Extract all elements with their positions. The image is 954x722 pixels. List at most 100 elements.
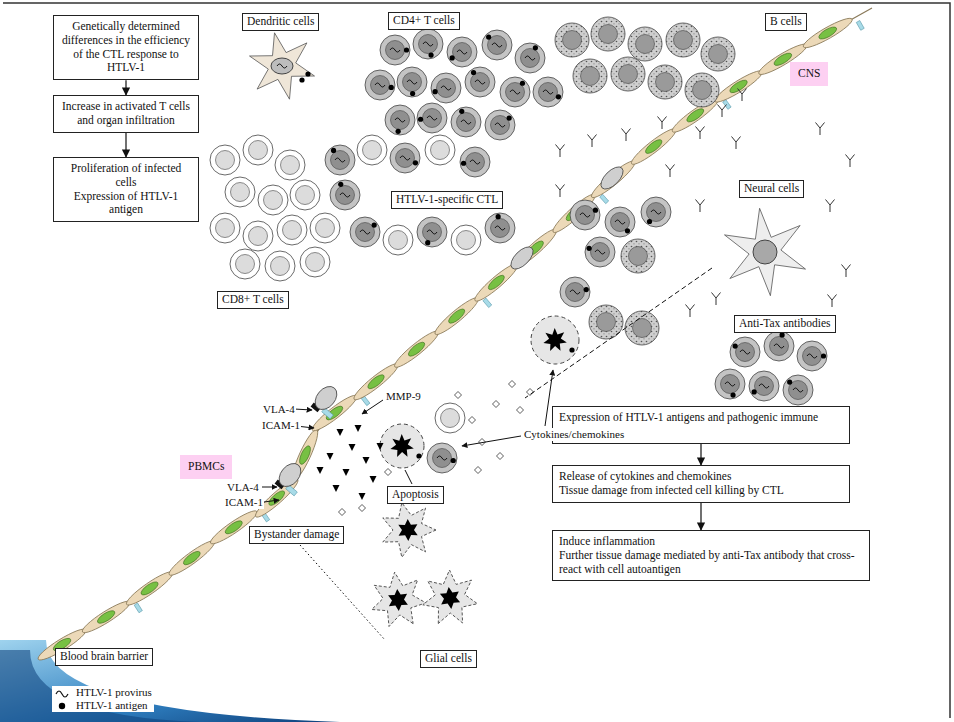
fragmented-nucleus [390, 434, 413, 457]
cell-nucleus [770, 337, 789, 356]
molecule-label: MMP-9 [385, 390, 422, 403]
migrating-cell [275, 459, 306, 490]
mmp9-symbol [349, 444, 356, 451]
cell-body [380, 424, 424, 468]
cell-body [413, 29, 443, 59]
cell-nucleus [576, 206, 595, 225]
lymphocyte [591, 17, 625, 51]
cytokine-symbol [455, 392, 462, 399]
cell-label: CD4+ T cells [388, 12, 460, 30]
cell-nucleus [249, 141, 268, 160]
antibody-symbol [816, 123, 825, 136]
cell-nucleus [231, 183, 250, 202]
neuron-body [725, 208, 806, 295]
cell-body [533, 77, 563, 107]
cell-body [365, 70, 395, 100]
cell-nucleus [597, 313, 616, 332]
endothelial-body [588, 157, 638, 201]
lymphocyte [390, 143, 420, 173]
provirus-symbol [375, 83, 385, 87]
molecule-label: VLA-4 [262, 403, 296, 416]
cell-nucleus [391, 111, 410, 130]
cell-body [431, 73, 461, 103]
cell-label: Glial cells [420, 650, 477, 668]
lymphocyte [482, 30, 512, 60]
cell-body [417, 217, 447, 247]
antigen-dot [787, 379, 792, 384]
mmp9-symbol [355, 425, 362, 432]
endothelial-nucleus [447, 307, 467, 326]
cell-body [243, 221, 273, 251]
provirus-symbol [475, 80, 485, 84]
node-text: Tissue damage from infected cell killing… [559, 484, 843, 498]
provirus-symbol [427, 230, 437, 234]
cell-nucleus [466, 153, 485, 172]
antibody-symbol [738, 89, 747, 102]
cell-nucleus [216, 151, 235, 170]
antibody-symbol [696, 127, 705, 140]
lymphocyte [417, 103, 447, 133]
cell-body [485, 110, 515, 140]
antibody-symbol [686, 305, 695, 318]
apoptotic-cell [380, 424, 424, 468]
leader-line [294, 409, 312, 410]
lymphocyte [230, 249, 260, 279]
cell-nucleus [693, 81, 712, 100]
cell-nucleus [423, 223, 442, 242]
mmp9-symbol [317, 467, 324, 474]
lymphocyte [427, 443, 457, 473]
cytokine-symbol [475, 467, 482, 474]
lymphocyte [764, 331, 794, 361]
provirus-symbol [495, 226, 505, 230]
antigen-dot [404, 47, 409, 52]
provirus-symbol [492, 43, 502, 47]
lymphocyte [447, 37, 477, 67]
endothelial-cell [123, 568, 175, 609]
cell-nucleus [316, 219, 335, 238]
lymphocyte [380, 35, 410, 65]
cell-nucleus [264, 191, 283, 210]
provirus-symbol [457, 50, 467, 54]
lymphocyte [533, 77, 563, 107]
lymphocyte [330, 180, 360, 210]
cell-body [648, 65, 682, 99]
provirus-symbol [277, 64, 287, 68]
lymphocyte [290, 180, 320, 210]
antigen-dot [425, 240, 430, 245]
process-box: Increase in activated T cells and organ … [53, 95, 199, 133]
cell-nucleus [563, 31, 582, 50]
cell-nucleus [281, 156, 300, 175]
provirus-symbol [407, 80, 417, 84]
lymphocyte [243, 135, 273, 165]
cell-body [628, 27, 662, 61]
cell-nucleus [386, 41, 405, 60]
cell-nucleus [619, 65, 638, 84]
node-text: B cells [770, 15, 802, 29]
event-label: Apoptosis [387, 486, 444, 504]
process-box: Release of cytokines and chemokinesTissu… [552, 465, 850, 503]
endothelial-body [712, 67, 765, 106]
node-text: CD4+ T cells [393, 14, 455, 28]
cell-body [325, 145, 355, 175]
antibody-symbol [556, 145, 565, 158]
apoptotic-cell [531, 316, 579, 364]
lymphocyte [783, 375, 813, 405]
cell-nucleus [457, 231, 476, 250]
cytokine-symbol [359, 505, 366, 512]
glial-nucleus [388, 589, 408, 611]
antigen-dot [486, 34, 491, 39]
cell-body [715, 369, 745, 399]
endothelial-nucleus [223, 519, 244, 537]
cytokine-symbol [527, 389, 534, 396]
lymphocyte [310, 213, 340, 243]
cell-body [515, 43, 545, 73]
cell-nucleus [216, 219, 235, 238]
antigen-dot [779, 332, 784, 337]
lymphocyte [666, 23, 700, 57]
antigen-dot [372, 222, 377, 227]
cell-body [390, 143, 420, 173]
cell-body [300, 247, 330, 277]
legend-row: HTLV-1 antigen [54, 699, 152, 712]
lymphocyte [210, 213, 240, 243]
cytokine-symbol [469, 417, 476, 424]
